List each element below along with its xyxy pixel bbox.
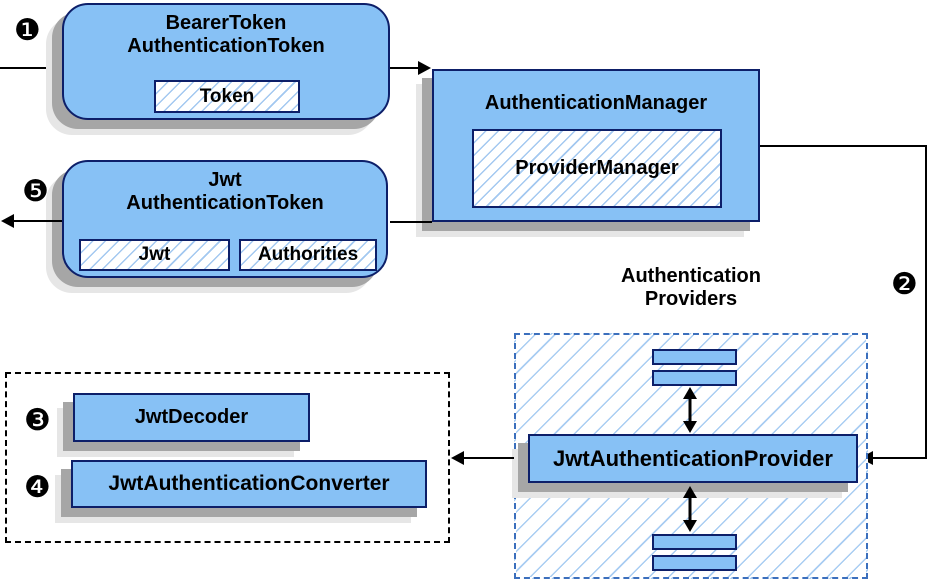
arrowhead-left-icon (1, 214, 14, 228)
bearer-token-title-line2: AuthenticationToken (127, 35, 325, 57)
token-chip: Token (154, 80, 300, 113)
decoder-converter-group-box (5, 372, 450, 543)
authentication-providers-label: Authentication Providers (514, 265, 868, 311)
connector-request-in (0, 67, 62, 69)
jwt-authentication-provider-node: JwtAuthenticationProvider (528, 434, 858, 483)
bearer-token-authentication-token-node: BearerToken AuthenticationToken Token (62, 3, 390, 120)
authorities-chip: Authorities (239, 239, 377, 271)
provider-slot-bar (652, 370, 737, 386)
jwt-token-title-line1: Jwt (208, 169, 242, 191)
connector-manager-to-jwt-token (390, 221, 432, 223)
connector-step2-side (925, 145, 927, 459)
step-4-badge: ❹ (24, 470, 51, 505)
connector-provider-to-decoders (464, 457, 514, 459)
arrowhead-right-icon (418, 61, 431, 75)
step-1-badge: ❶ (14, 13, 41, 48)
jwt-token-title-line2: AuthenticationToken (126, 192, 324, 214)
authentication-providers-label-line1: Authentication (621, 265, 761, 287)
jwt-authentication-token-node: Jwt AuthenticationToken Jwt Authorities (62, 160, 388, 278)
step-2-badge: ❷ (891, 267, 918, 302)
connector-step2-top (760, 145, 927, 147)
step-5-badge: ❺ (22, 174, 49, 209)
bearer-token-title-line1: BearerToken (165, 12, 287, 34)
jwt-chip: Jwt (79, 239, 230, 271)
connector-step2-bottom (873, 457, 927, 459)
authentication-manager-title: AuthenticationManager (484, 92, 708, 114)
connector-result-out (12, 220, 62, 222)
jwt-decoder-node: JwtDecoder (73, 393, 310, 442)
provider-manager-chip: ProviderManager (472, 129, 722, 208)
provider-slot-bar (652, 534, 737, 550)
double-arrow-icon (676, 387, 704, 438)
connector-token-to-manager (390, 67, 420, 69)
authentication-manager-node: AuthenticationManager ProviderManager (432, 69, 760, 222)
double-arrow-icon (676, 486, 704, 537)
step-3-badge: ❸ (24, 403, 51, 438)
authentication-providers-label-line2: Providers (644, 288, 738, 310)
provider-slot-bar (652, 555, 737, 571)
arrowhead-left-icon (451, 451, 464, 465)
provider-slot-bar (652, 349, 737, 365)
jwt-authentication-converter-node: JwtAuthenticationConverter (71, 460, 427, 508)
